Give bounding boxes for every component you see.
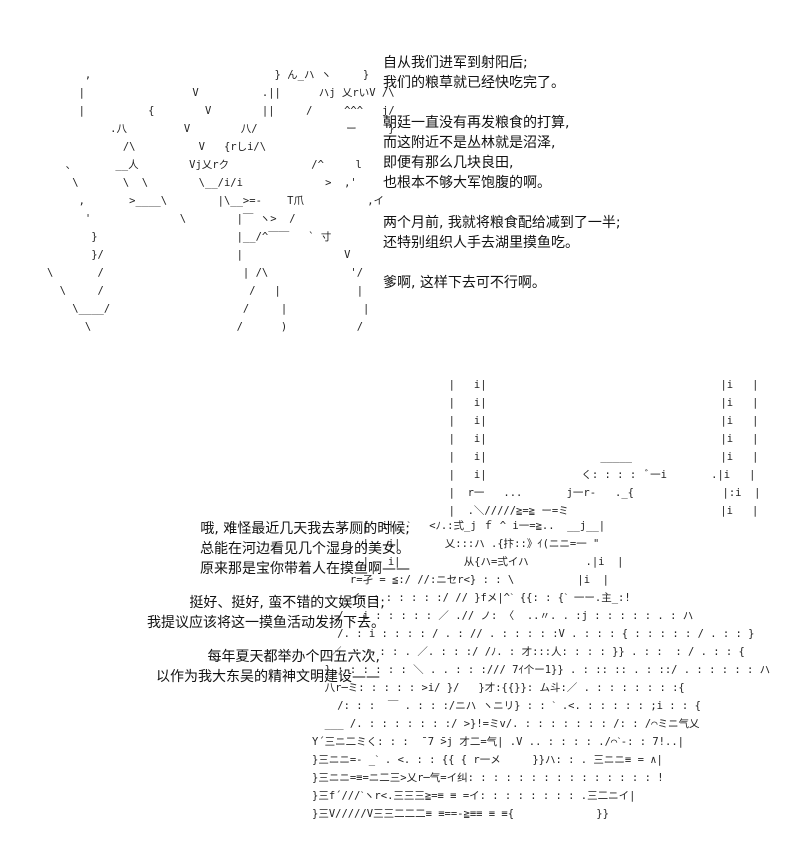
dialogue-line: 而这附近不是丛林就是沼泽,	[383, 135, 556, 151]
dialogue-line: 爹啊, 这样下去可不行啊。	[383, 275, 546, 291]
top-dialogue: 自从我们进军到射阳后; 我们的粮草就已经快吃完了。朝廷一直没有再发粮食的打算, 而这…	[383, 53, 621, 293]
left-dialogue-1: 哦, 难怪最近几天我去茅厕的时候; 总能在河边看见几个湿身的美女。原来那是宝你带着…	[110, 519, 410, 579]
dialogue-line: 我们的粮草就已经快吃完了。	[383, 75, 565, 91]
dialogue-line: 即便有那么几块良田,	[383, 155, 514, 171]
dialogue-line: 朝廷一直没有再发粮食的打算,	[383, 115, 570, 131]
dialogue-line: 我提议应该将这一摸鱼活动发扬下去。	[147, 615, 385, 631]
dialogue-line	[383, 253, 621, 273]
dialogue-line: 挺好、挺好, 蛮不错的文娱项目;	[189, 595, 385, 611]
dialogue-line: 也根本不够大军饱腹的啊。	[383, 175, 551, 191]
dialogue-line: 总能在河边看见几个湿身的美女。	[200, 541, 410, 557]
left-dialogue-2: 挺好、挺好, 蛮不错的文娱项目; 我提议应该将这一摸鱼活动发扬下去。	[110, 593, 385, 633]
dialogue-line	[383, 193, 621, 213]
dialogue-line: 哦, 难怪最近几天我去茅厕的时候;	[200, 521, 410, 537]
dialogue-line: 每年夏天都举办个四五六次,	[207, 649, 380, 665]
ascii-art-top-figure: , } ん_ハ ヽ } | V .|| ハj 乂rいV /\ | { V || …	[46, 69, 395, 333]
dialogue-line: 还特别组织人手去湖里摸鱼吃。	[383, 235, 579, 251]
dialogue-line: 两个月前, 我就将粮食配给减到了一半;	[383, 215, 621, 231]
dialogue-line	[383, 93, 621, 113]
dialogue-line: 以作为我大东吴的精神文明建设——	[156, 669, 380, 685]
ascii-art-bottom-figure: | i| ˋ <ﾉ.:弍_j ｆ ^ i一=≧.. __j__| | i| 乂:…	[312, 520, 771, 820]
left-dialogue-3: 每年夏天都举办个四五六次, 以作为我大东吴的精神文明建设——	[110, 647, 380, 687]
dialogue-line: 原来那是宝你带着人在摸鱼啊——	[200, 561, 410, 577]
ascii-art-right-frame: | i| |i | | i| |i | | i| |i | | i| |	[448, 379, 761, 517]
dialogue-line: 自从我们进军到射阳后;	[383, 55, 528, 71]
